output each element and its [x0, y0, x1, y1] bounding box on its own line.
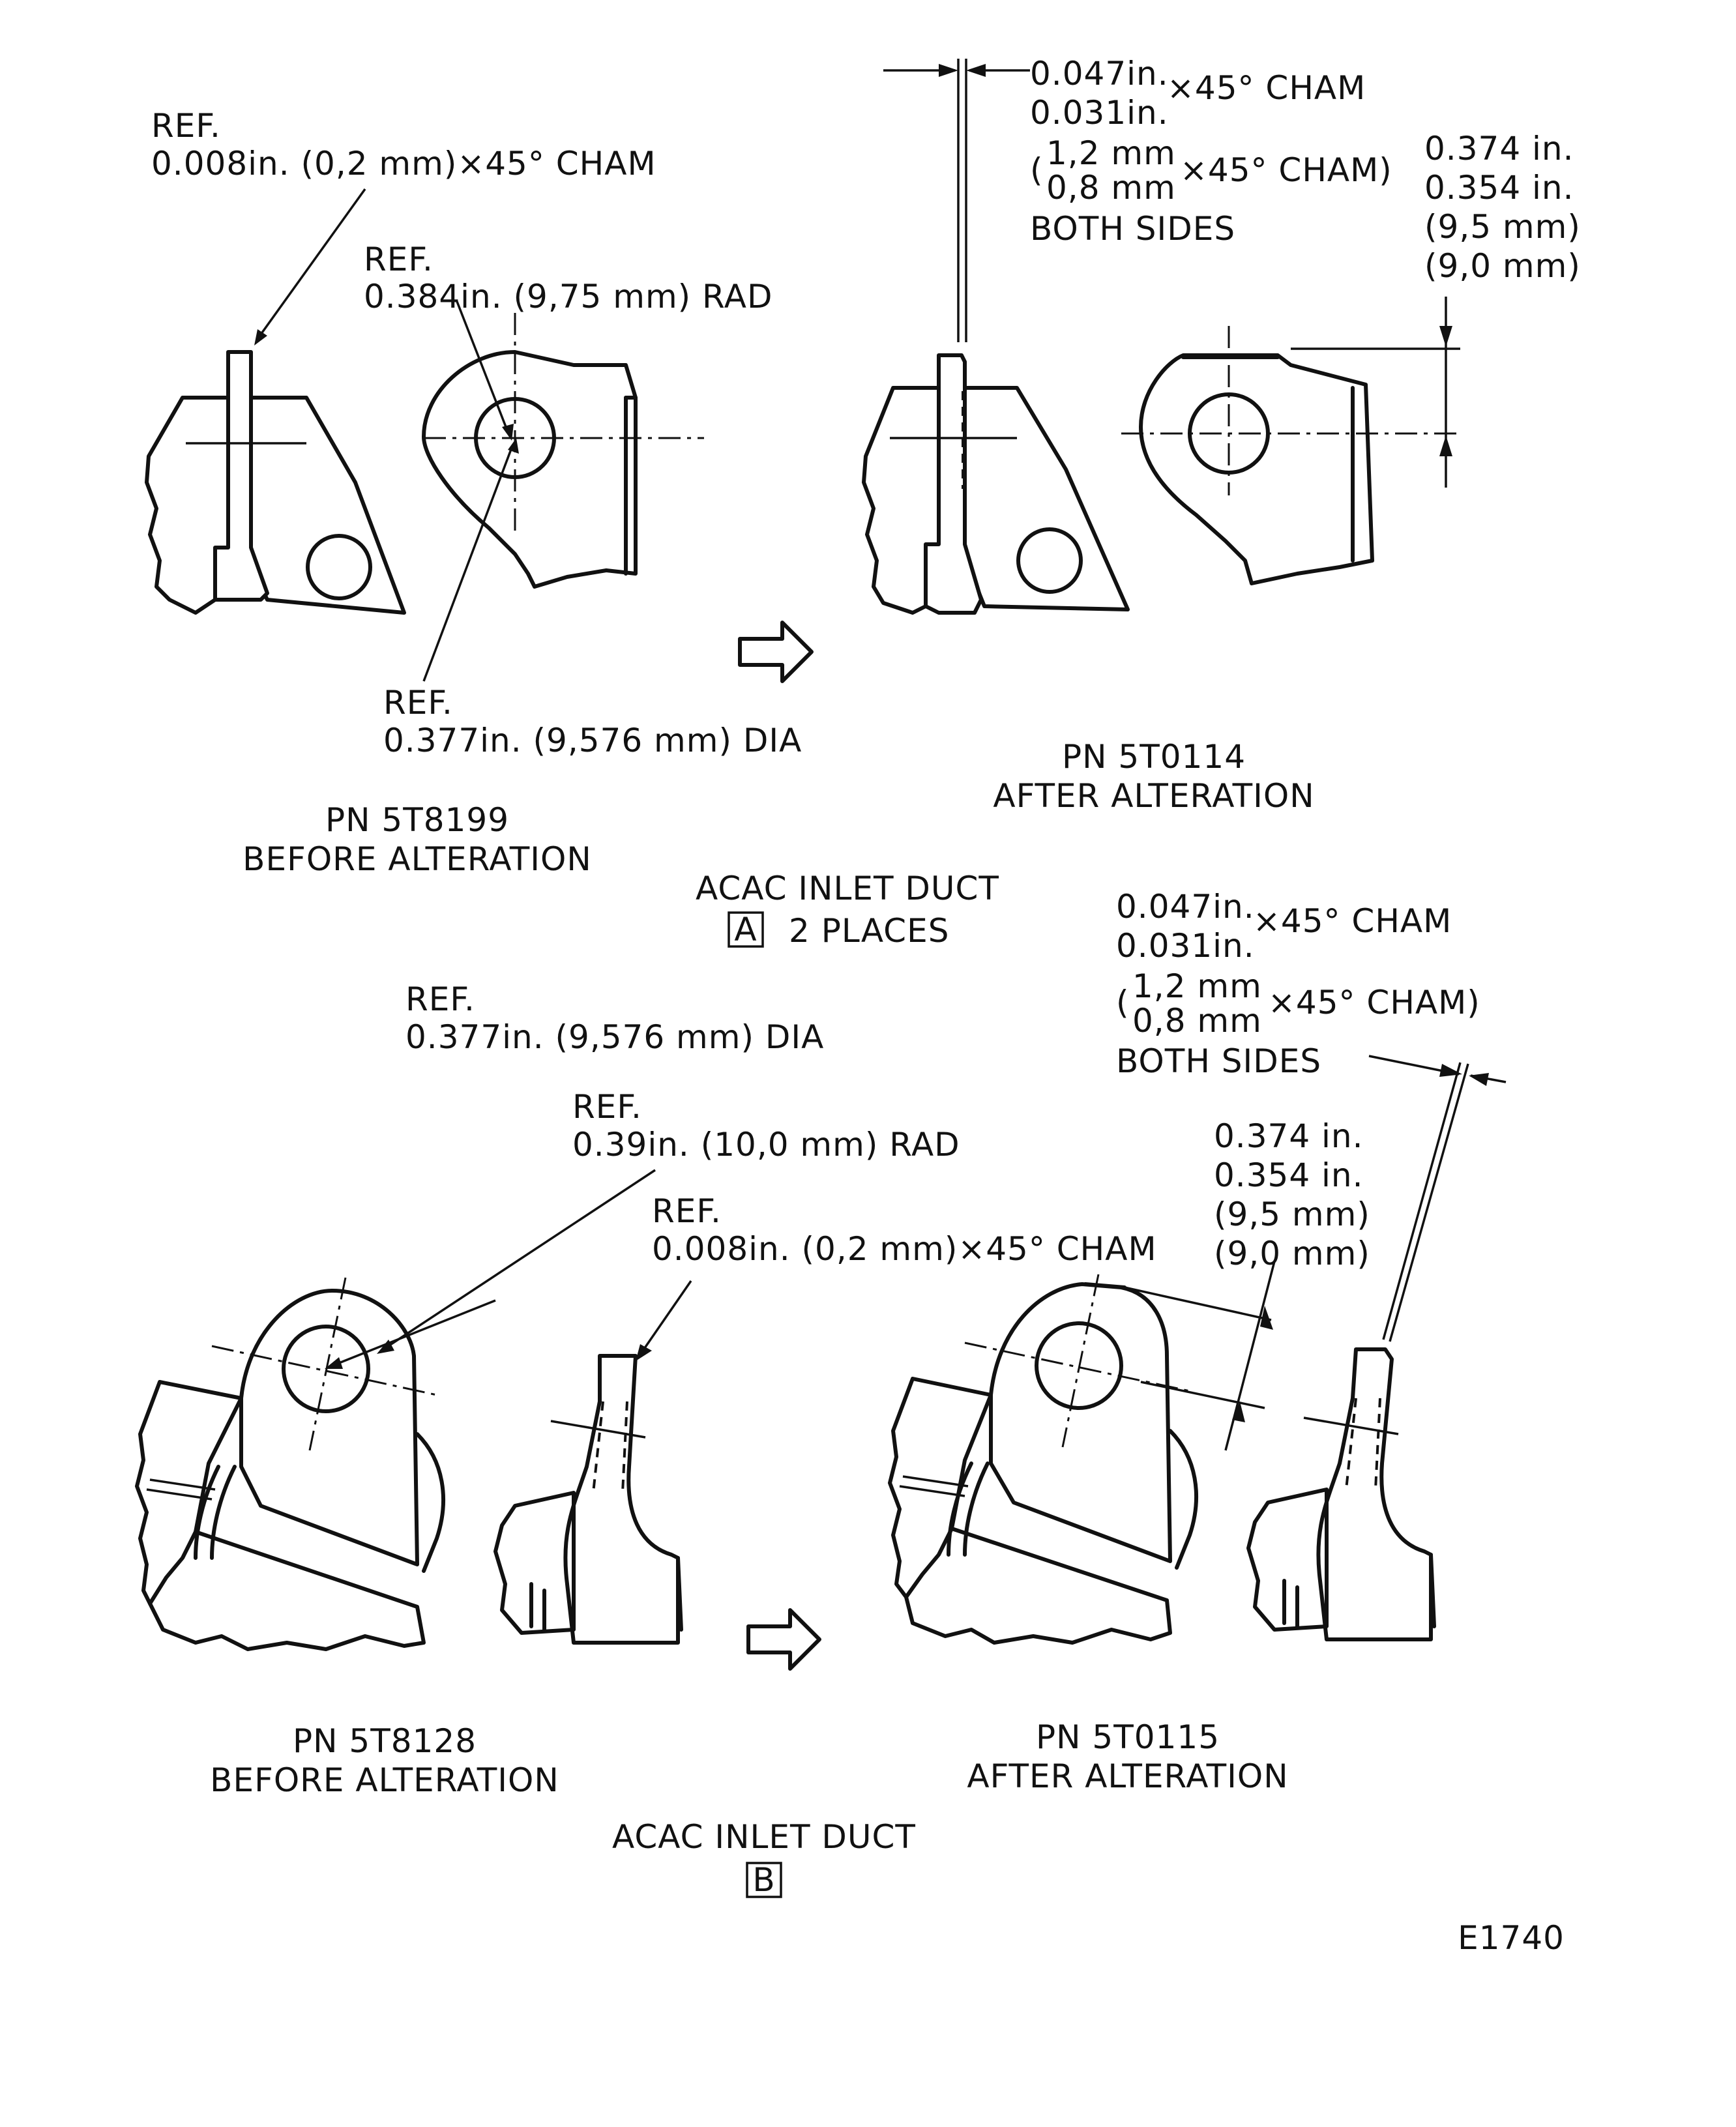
a-alteration-arrow [738, 621, 814, 683]
b-after-state: AFTER ALTERATION [967, 1757, 1288, 1795]
b-alteration-arrow [746, 1608, 821, 1671]
b-after-cham-mm-max: 1,2 mm [1132, 967, 1262, 1005]
a-after-cham-dimension [883, 59, 1030, 342]
a-section-places: 2 PLACES [789, 912, 949, 950]
a-before-rad-ref: REF. [364, 241, 434, 278]
a-before-lug-view [422, 313, 704, 589]
b-before-lug-view [135, 1277, 445, 1651]
a-after-cham-in-min: 0.031in. [1030, 94, 1169, 132]
a-before-rad-leader [455, 299, 508, 431]
b-before-state: BEFORE ALTERATION [210, 1761, 559, 1799]
b-before-dia-ref: REF. [405, 980, 475, 1018]
a-after-cham-mm-min: 0,8 mm [1046, 169, 1176, 207]
b-section-marker: B [752, 1861, 775, 1899]
b-before-rad-leader [383, 1169, 656, 1351]
a-after-both-sides: BOTH SIDES [1030, 210, 1235, 248]
a-section-title: ACAC INLET DUCT [696, 870, 999, 907]
b-before-dia-value: 0.377in. (9,576 mm) DIA [405, 1018, 824, 1056]
a-before-rad-value: 0.384in. (9,75 mm) RAD [364, 278, 772, 315]
b-after-height-dimension [1124, 1261, 1276, 1451]
a-before-dia-value: 0.377in. (9,576 mm) DIA [383, 722, 802, 759]
b-before-cham-ref: REF. [652, 1192, 722, 1230]
a-before-flange-view [145, 350, 406, 615]
a-before-cham-leader [256, 188, 366, 340]
b-before-pn: PN 5T8128 [293, 1722, 477, 1760]
b-after-dim-mm-max: (9,5 mm) [1214, 1196, 1370, 1233]
b-after-dim-in-max: 0.374 in. [1214, 1117, 1364, 1155]
a-after-cham-mm-angle: ×45° CHAM) [1180, 151, 1392, 189]
b-after-dim-mm-min: (9,0 mm) [1214, 1235, 1370, 1272]
b-after-lug-view [888, 1274, 1198, 1645]
b-after-pn: PN 5T0115 [1036, 1718, 1220, 1756]
a-after-flange-view [862, 353, 1130, 615]
a-after-lug-view [1121, 326, 1460, 585]
b-after-open-paren: ( [1116, 984, 1130, 1021]
a-before-cham-ref: REF. [151, 107, 221, 145]
b-after-cham-in-min: 0.031in. [1116, 927, 1255, 965]
a-after-cham-mm-max: 1,2 mm [1046, 134, 1176, 172]
b-section-title: ACAC INLET DUCT [612, 1818, 916, 1856]
b-after-cham-angle: ×45° CHAM [1253, 902, 1452, 940]
b-after-flange-view [1246, 1347, 1436, 1641]
b-section-marker-box [746, 1862, 782, 1898]
a-after-dim-in-max: 0.374 in. [1424, 130, 1574, 168]
b-before-dia-leader [332, 1299, 496, 1367]
b-before-cham-value: 0.008in. (0,2 mm)×45° CHAM [652, 1230, 1157, 1268]
a-after-pn: PN 5T0114 [1062, 738, 1246, 776]
b-before-flange-view [493, 1354, 683, 1645]
b-after-cham-mm-angle: ×45° CHAM) [1268, 984, 1480, 1021]
a-before-state: BEFORE ALTERATION [243, 840, 592, 878]
a-section-marker-box [728, 911, 764, 948]
a-after-cham-in-max: 0.047in. [1030, 55, 1169, 93]
b-after-cham-dimension [1368, 1055, 1507, 1342]
a-after-cham-angle: ×45° CHAM [1167, 69, 1366, 107]
a-after-open-paren: ( [1030, 151, 1044, 189]
b-before-rad-ref: REF. [572, 1088, 642, 1126]
a-before-dia-ref: REF. [383, 684, 453, 722]
a-after-dim-mm-min: (9,0 mm) [1424, 247, 1581, 285]
b-before-cham-leader [639, 1280, 692, 1355]
a-after-height-dimension [1439, 297, 1452, 488]
figure-id: E1740 [1458, 1919, 1565, 1957]
b-after-cham-mm-min: 0,8 mm [1132, 1002, 1262, 1040]
a-before-cham-value: 0.008in. (0,2 mm)×45° CHAM [151, 145, 656, 183]
a-after-dim-in-min: 0.354 in. [1424, 169, 1574, 207]
b-after-dim-in-min: 0.354 in. [1214, 1156, 1364, 1194]
a-after-dim-mm-max: (9,5 mm) [1424, 208, 1581, 246]
b-before-rad-value: 0.39in. (10,0 mm) RAD [572, 1126, 960, 1164]
b-after-cham-in-max: 0.047in. [1116, 888, 1255, 926]
a-before-pn: PN 5T8199 [325, 801, 509, 839]
a-before-dia-leader [422, 445, 514, 682]
a-section-marker: A [734, 911, 757, 948]
a-after-state: AFTER ALTERATION [993, 777, 1314, 815]
b-after-both-sides: BOTH SIDES [1116, 1042, 1321, 1080]
